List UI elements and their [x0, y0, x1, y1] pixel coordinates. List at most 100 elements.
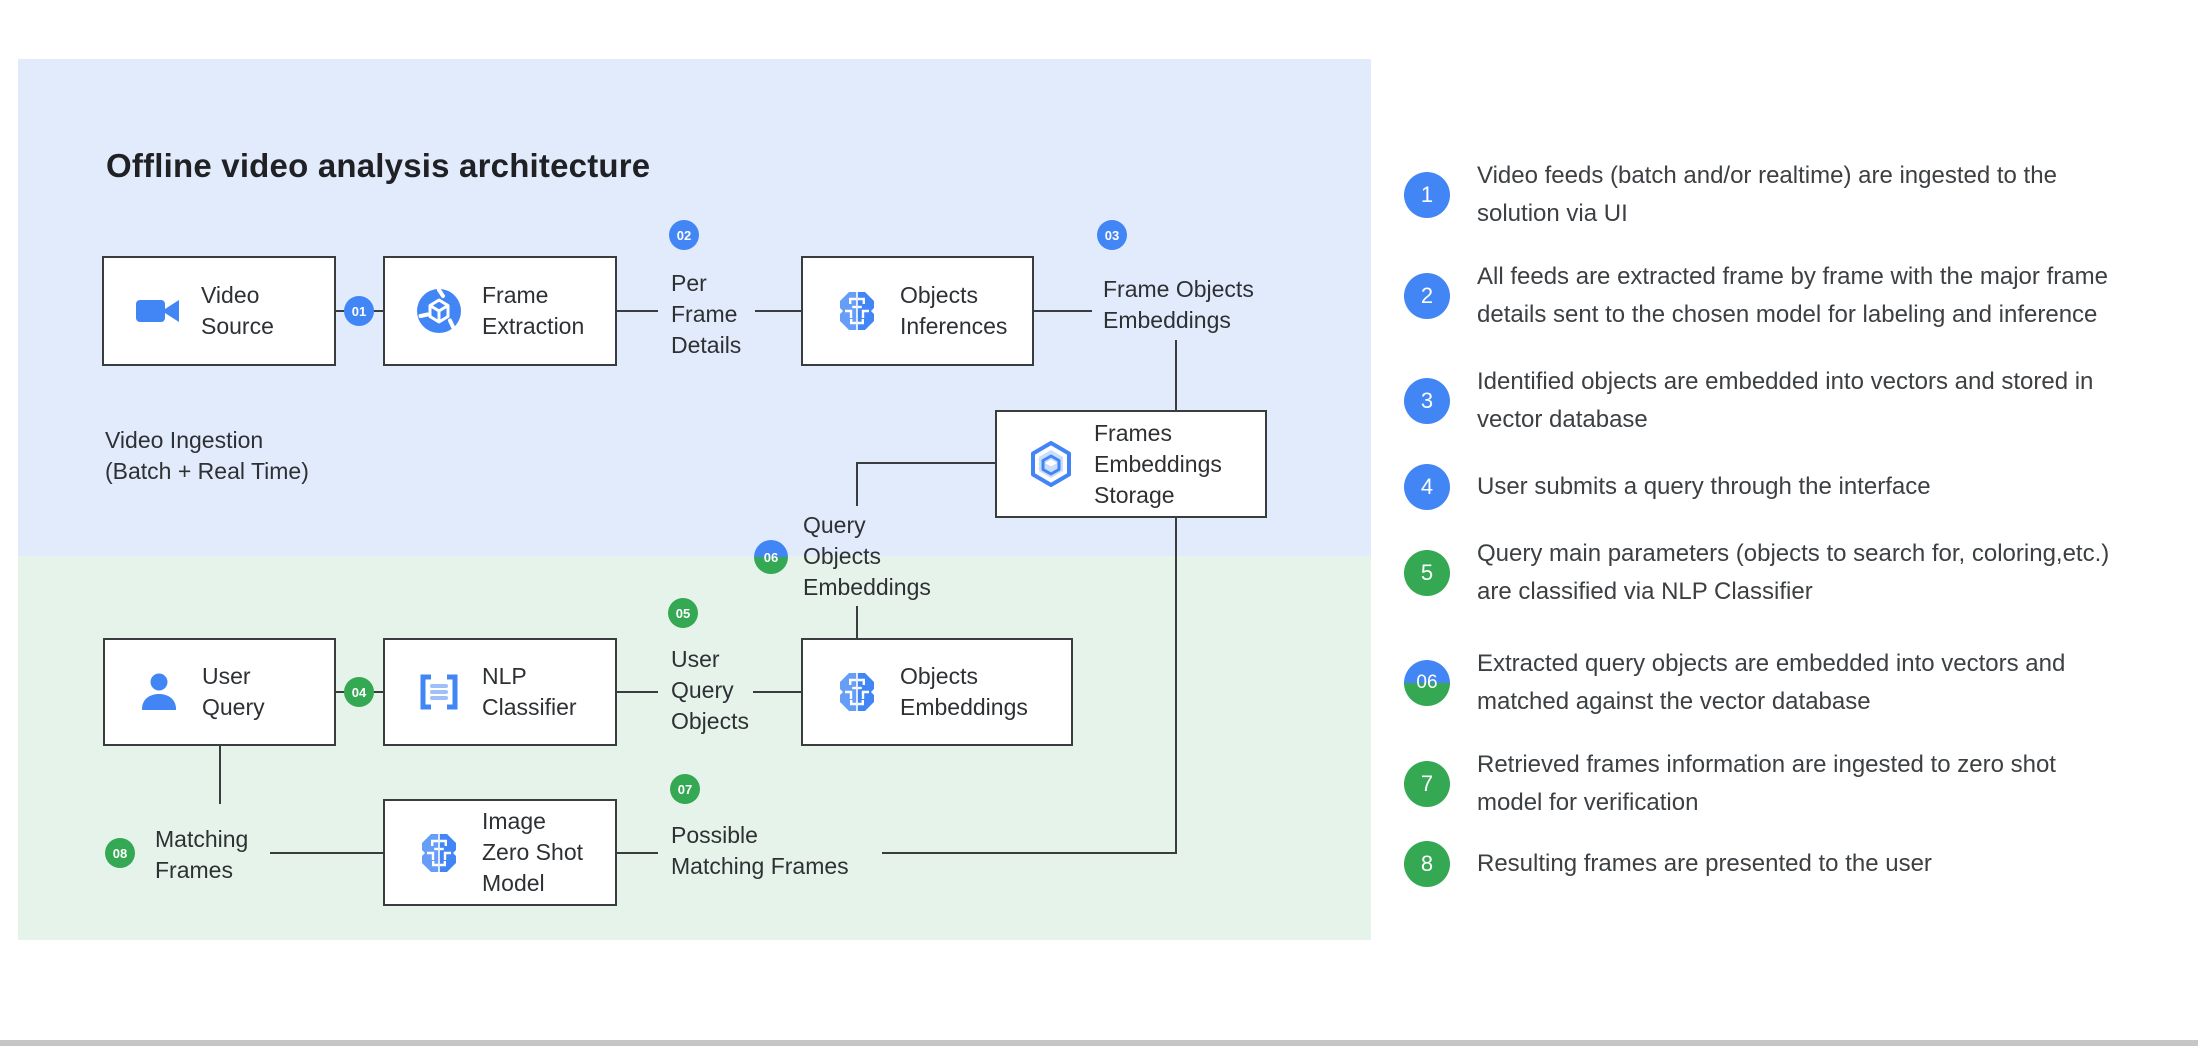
label-line: Possible [671, 822, 758, 848]
node-label: Zero Shot [482, 839, 583, 865]
node-label: Embeddings [1094, 450, 1222, 477]
label-query-objects-embeddings: Query Objects Embeddings [803, 510, 931, 603]
legend-text-line: Video feeds (batch and/or realtime) are … [1477, 162, 2057, 189]
label-line: Frame [671, 301, 738, 327]
node-label: User [202, 663, 251, 689]
label-line: Query [671, 677, 734, 703]
label-line: Embeddings [803, 574, 931, 600]
legend-number-5: 5 [1404, 550, 1450, 596]
node-label: Frame [482, 282, 549, 308]
node-label: Model [482, 870, 545, 896]
connector-line [1034, 310, 1092, 312]
step-badge-08: 08 [105, 838, 135, 868]
window-bottom-edge [0, 1040, 2198, 1046]
label-video-ingestion: Video Ingestion (Batch + Real Time) [105, 425, 309, 487]
legend-text-line: solution via UI [1477, 200, 1628, 227]
step-badge-07: 07 [670, 774, 700, 804]
legend-text-line: vector database [1477, 406, 1648, 433]
node-label: Objects [900, 663, 978, 689]
legend-number-2: 2 [1404, 273, 1450, 319]
legend-number-8: 8 [1404, 841, 1450, 887]
node-label: Query [202, 694, 265, 720]
node-label: Frames [1094, 419, 1172, 446]
connector-line [270, 852, 383, 854]
label-user-query-objects: User Query Objects [671, 644, 749, 737]
legend-item-8: 8 Resulting frames are presented to the … [1404, 841, 1932, 887]
label-line: (Batch + Real Time) [105, 458, 309, 484]
connector-line [1175, 518, 1177, 854]
page-title: Offline video analysis architecture [106, 147, 651, 184]
legend-item-4: 4 User submits a query through the inter… [1404, 464, 1931, 510]
legend-text-line: matched against the vector database [1477, 688, 1871, 715]
node-label: Source [201, 313, 274, 339]
node-label: Objects [900, 282, 978, 308]
step-badge-03: 03 [1097, 220, 1127, 250]
legend-item-1: 1 Video feeds (batch and/or realtime) ar… [1404, 157, 2057, 233]
legend-text-line: Identified objects are embedded into vec… [1477, 368, 2094, 395]
ai-brain-icon [422, 833, 456, 872]
ai-brain-icon [840, 292, 874, 330]
legend-item-2: 2 All feeds are extracted frame by frame… [1404, 258, 2108, 334]
connector-line [617, 852, 658, 854]
legend-number-1: 1 [1404, 172, 1450, 218]
connector-line [856, 606, 858, 638]
node-label: Storage [1094, 481, 1175, 508]
connector-line [755, 310, 801, 312]
connector-line [856, 462, 858, 506]
legend-text-line: All feeds are extracted frame by frame w… [1477, 263, 2108, 290]
step-badge-01: 01 [344, 296, 374, 326]
label-possible-matching-frames: Possible Matching Frames [671, 820, 849, 882]
connector-line [882, 852, 1177, 854]
node-label: Video [201, 282, 260, 308]
legend-item-5: 5 Query main parameters (objects to sear… [1404, 535, 2109, 611]
label-line: Objects [803, 543, 881, 569]
node-label: NLP [482, 663, 527, 689]
legend-number-7: 7 [1404, 761, 1450, 807]
legend-item-7: 7 Retrieved frames information are inges… [1404, 746, 2056, 822]
label-line: Details [671, 332, 742, 358]
legend-item-3: 3 Identified objects are embedded into v… [1404, 363, 2093, 439]
label-line: User [671, 646, 720, 672]
legend-text-line: model for verification [1477, 789, 1699, 816]
legend-text-line: Retrieved frames information are ingeste… [1477, 751, 2056, 778]
legend-text-line: details sent to the chosen model for lab… [1477, 301, 2098, 328]
label-line: Matching Frames [671, 853, 849, 879]
step-badge-04: 04 [344, 677, 374, 707]
label-line: Embeddings [1103, 307, 1231, 333]
step-badge-06: 06 [754, 540, 788, 574]
label-line: Matching [155, 826, 249, 852]
label-frame-objects-embeddings: Frame Objects Embeddings [1103, 274, 1254, 336]
legend-text-line: Extracted query objects are embedded int… [1477, 650, 2066, 677]
node-label: Classifier [482, 694, 577, 720]
videocam-icon [136, 300, 179, 322]
connector-line [617, 310, 658, 312]
legend-number-4: 4 [1404, 464, 1450, 510]
connector-line [617, 691, 658, 693]
legend-number-3: 3 [1404, 378, 1450, 424]
legend-text-line: Resulting frames are presented to the us… [1477, 850, 1932, 877]
label-line: Objects [671, 708, 749, 734]
legend-text-line: Query main parameters (objects to search… [1477, 540, 2110, 567]
connector-line [856, 462, 995, 464]
node-label: Embeddings [900, 694, 1028, 720]
node-objects-embeddings: Objects Embeddings [801, 638, 1073, 746]
extraction-icon [417, 288, 461, 333]
step-badge-05: 05 [668, 598, 698, 628]
node-nlp-classifier: NLP Classifier [383, 638, 617, 746]
label-line: Frames [155, 857, 233, 883]
label-line: Video Ingestion [105, 427, 264, 453]
node-label: Image [482, 808, 546, 834]
label-line: Frame Objects [1103, 276, 1254, 302]
node-image-zero-shot-model: Image Zero Shot Model [383, 799, 617, 906]
person-icon [142, 673, 176, 710]
connector-line [1175, 340, 1177, 410]
label-per-frame-details: Per Frame Details [671, 268, 741, 361]
step-badge-02: 02 [669, 220, 699, 250]
legend-number-6: 06 [1404, 660, 1450, 706]
node-frames-embeddings-storage: Frames Embeddings Storage [995, 410, 1267, 518]
dataset-icon [1031, 441, 1071, 487]
node-label: Inferences [900, 313, 1008, 339]
node-user-query: User Query [103, 638, 336, 746]
label-line: Query [803, 512, 866, 538]
